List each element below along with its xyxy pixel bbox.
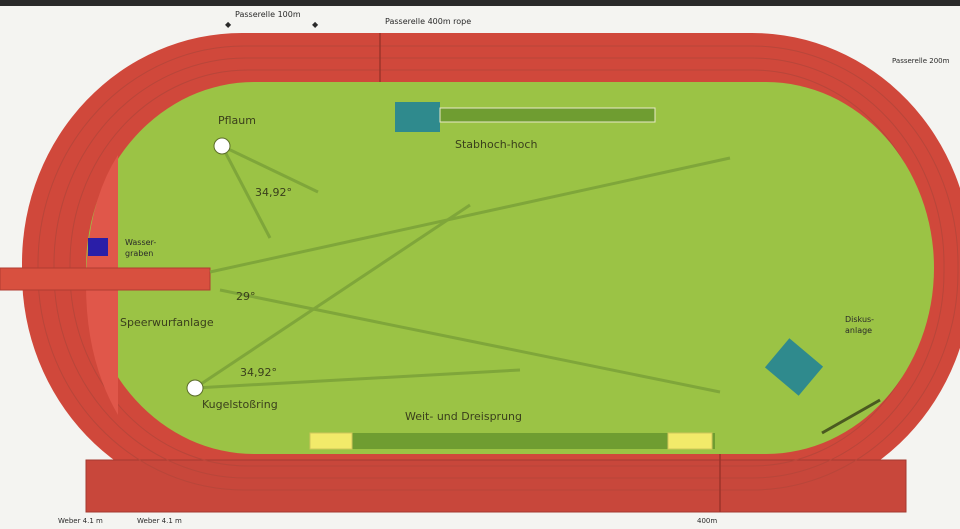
sector-line [219, 288, 721, 394]
sector-line [209, 156, 731, 274]
top-label-left: Passerelle 100m [235, 10, 301, 19]
sector-line [194, 203, 471, 390]
bottom-label-right: 400m [697, 517, 717, 525]
pole-vault-runway [439, 107, 656, 123]
label-discus-line2: anlage [845, 326, 872, 335]
sector-line [221, 144, 319, 194]
label-angle-mid: 29° [236, 290, 256, 303]
throwing-sectors [194, 144, 731, 394]
label-long-jump: Weit- und Dreisprung [405, 410, 522, 423]
label-angle-bottom: 34,92° [240, 366, 277, 379]
label-high-jump: Stabhoch-hoch [455, 138, 537, 151]
label-shot-put: Kugelstoßring [202, 398, 278, 411]
top-label-group: Passerelle 100m ◆ ◆ Passerelle 400m rope… [225, 10, 950, 65]
shot-put-area [764, 338, 824, 396]
discus-cage-top [395, 102, 440, 132]
runway-left [0, 268, 210, 290]
finish-line-mark [821, 398, 881, 435]
long-jump-pit-left [309, 432, 353, 450]
top-border [0, 0, 960, 6]
label-water-pit-line2: graben [125, 249, 153, 258]
home-straight-extension [86, 460, 906, 512]
long-jump-runway [310, 433, 715, 449]
top-label-right: Passerelle 200m [892, 57, 950, 65]
label-javelin: Speerwurfanlage [120, 316, 214, 329]
water-pit-marker [88, 238, 108, 256]
sector-line [194, 368, 521, 390]
bottom-label-left-a: Weber 4.1 m [58, 517, 103, 525]
label-water-pit-line1: Wasser- [125, 238, 156, 247]
label-pole-vault: Pflaum [218, 114, 256, 127]
top-label-center: Passerelle 400m rope [385, 17, 471, 26]
svg-text:◆: ◆ [225, 20, 232, 29]
svg-text:◆: ◆ [312, 20, 319, 29]
long-jump-pit-right [667, 432, 713, 450]
discus-circle [213, 137, 231, 155]
bottom-label-left-b: Weber 4.1 m [137, 517, 182, 525]
infield [86, 82, 934, 454]
javelin-circle [186, 379, 204, 397]
label-angle-top: 34,92° [255, 186, 292, 199]
sector-line [220, 145, 272, 239]
label-discus-line1: Diskus- [845, 315, 874, 324]
